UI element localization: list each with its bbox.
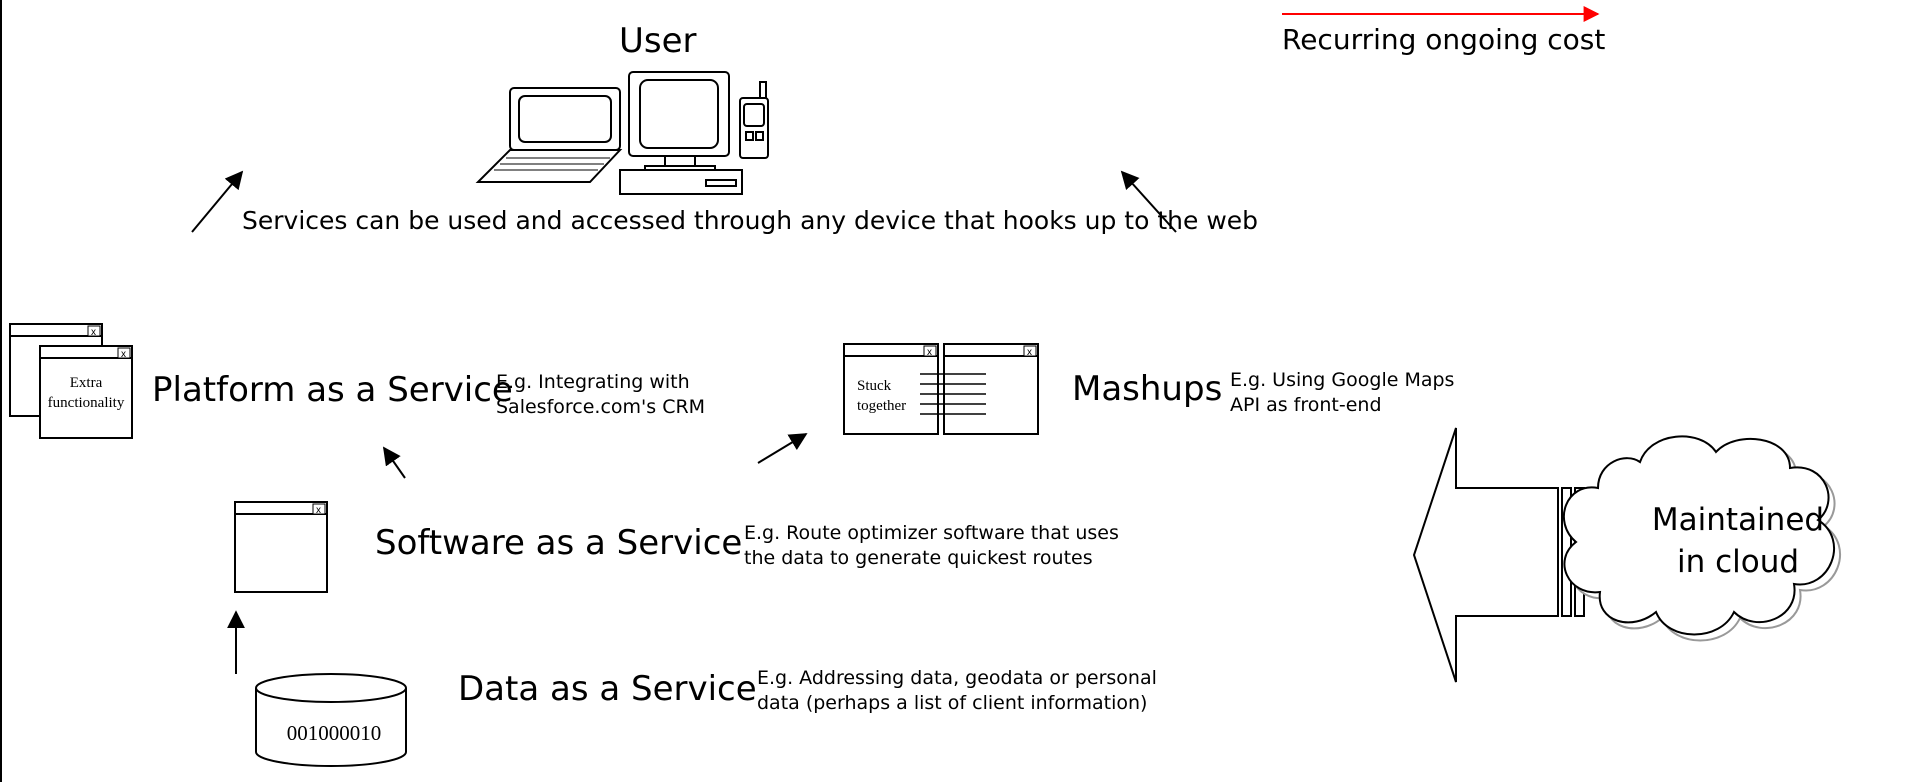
cloud-label-line2: in cloud: [1677, 544, 1799, 580]
saas-close-glyph: x: [316, 505, 321, 516]
paas-title: Platform as a Service: [152, 370, 513, 410]
saas-to-mashups-arrow: [757, 433, 808, 464]
paas-window-text-line2: functionality: [48, 395, 125, 411]
saas-example-line2: the data to generate quickest routes: [744, 547, 1093, 569]
database-cylinder-icon: [255, 673, 407, 767]
saas-example-line1: E.g. Route optimizer software that uses: [744, 522, 1119, 544]
daas-example-line1: E.g. Addressing data, geodata or persona…: [757, 667, 1157, 689]
mashups-example-line2: API as front-end: [1230, 394, 1382, 416]
paas-window-icon: [9, 323, 133, 439]
mashups-window-text-line2: together: [857, 398, 906, 414]
paas-example-line1: E.g. Integrating with: [496, 371, 690, 393]
saas-window-icon: [234, 501, 328, 593]
daas-example-line2: data (perhaps a list of client informati…: [757, 692, 1148, 714]
paas-back-close-glyph: x: [91, 327, 96, 338]
daas-title: Data as a Service: [458, 669, 757, 709]
mashups-title: Mashups: [1072, 369, 1223, 409]
laptop-icon: [475, 87, 623, 183]
cloud-icon: [1562, 435, 1841, 642]
saas-to-paas-arrow: [382, 446, 406, 479]
mashups-left-close-glyph: x: [927, 347, 932, 358]
access-note: Services can be used and accessed throug…: [242, 206, 1259, 235]
paas-example-line2: Salesforce.com's CRM: [496, 396, 706, 418]
desktop-computer-icon: [619, 71, 743, 195]
mobile-phone-icon: [739, 81, 769, 159]
mashups-example-line1: E.g. Using Google Maps: [1230, 369, 1455, 391]
cloud-label-line1: Maintained: [1652, 502, 1824, 538]
cylinder-text: 001000010: [287, 721, 382, 745]
mashups-window-text-line1: Stuck: [857, 378, 892, 394]
paas-front-close-glyph: x: [121, 349, 126, 360]
mashups-window-icon: [843, 343, 1039, 435]
user-title: User: [619, 21, 697, 61]
saas-title: Software as a Service: [375, 523, 743, 563]
cloud-to-services-arrow: [1412, 427, 1585, 683]
access-arrow-left: [191, 170, 244, 233]
mashups-right-close-glyph: x: [1027, 347, 1032, 358]
legend-label: Recurring ongoing cost: [1282, 23, 1606, 56]
paas-window-text-line1: Extra: [70, 375, 103, 391]
access-arrow-right: [1120, 170, 1177, 233]
